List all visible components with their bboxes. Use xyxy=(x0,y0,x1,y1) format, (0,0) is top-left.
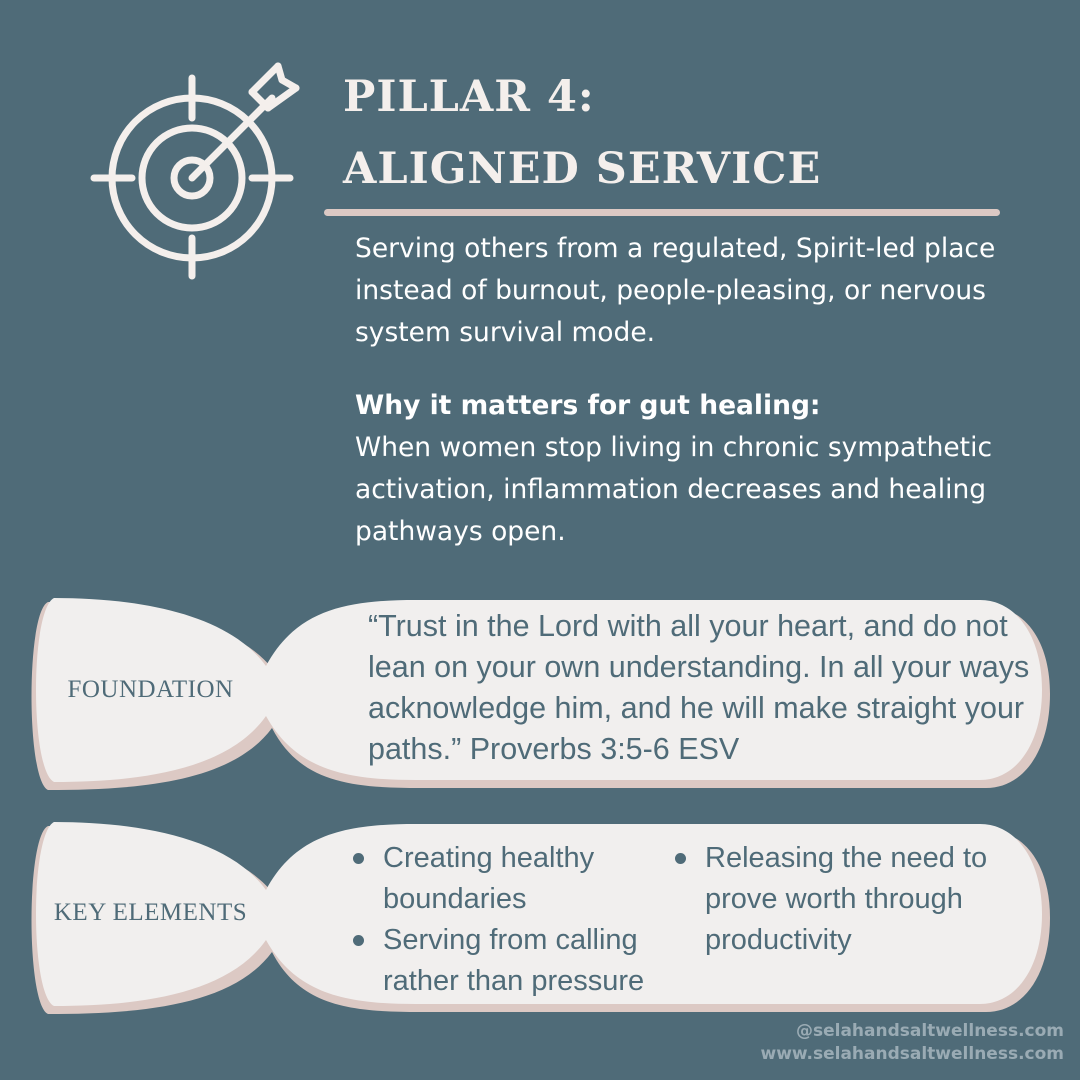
list-item: Serving from calling rather than pressur… xyxy=(349,920,669,1002)
pillar-description: Serving others from a regulated, Spirit-… xyxy=(355,233,996,348)
list-item-text: Serving from calling rather than pressur… xyxy=(383,924,645,997)
list-item-text: Creating healthy boundaries xyxy=(383,842,595,915)
key-elements-list-right: Releasing the need to prove worth throug… xyxy=(671,838,1051,961)
foundation-quote: “Trust in the Lord with all your heart, … xyxy=(368,609,1030,766)
page-title-line-1: PILLAR 4: xyxy=(343,72,595,122)
bullet-icon xyxy=(675,853,686,864)
why-body: When women stop living in chronic sympat… xyxy=(355,432,993,547)
bullet-icon xyxy=(353,935,364,946)
page-title-line-2: ALIGNED SERVICE xyxy=(343,144,822,194)
key-elements-card xyxy=(36,822,1042,1006)
key-elements-list-left: Creating healthy boundaries Serving from… xyxy=(349,838,669,1002)
footer-handle: @selahandsaltwellness.com xyxy=(795,1021,1064,1041)
why-heading: Why it matters for gut healing: xyxy=(355,390,821,421)
list-item-text: Releasing the need to prove worth throug… xyxy=(705,842,988,956)
footer-website: www.selahandsaltwellness.com xyxy=(760,1044,1064,1064)
list-item: Releasing the need to prove worth throug… xyxy=(671,838,1051,961)
title-underline xyxy=(324,209,1000,216)
bullet-icon xyxy=(353,853,364,864)
foundation-label: FOUNDATION xyxy=(67,676,234,703)
list-item: Creating healthy boundaries xyxy=(349,838,669,920)
foundation-card xyxy=(36,598,1042,782)
target-arrow-icon xyxy=(90,62,300,280)
key-elements-label: KEY ELEMENTS xyxy=(53,899,248,926)
